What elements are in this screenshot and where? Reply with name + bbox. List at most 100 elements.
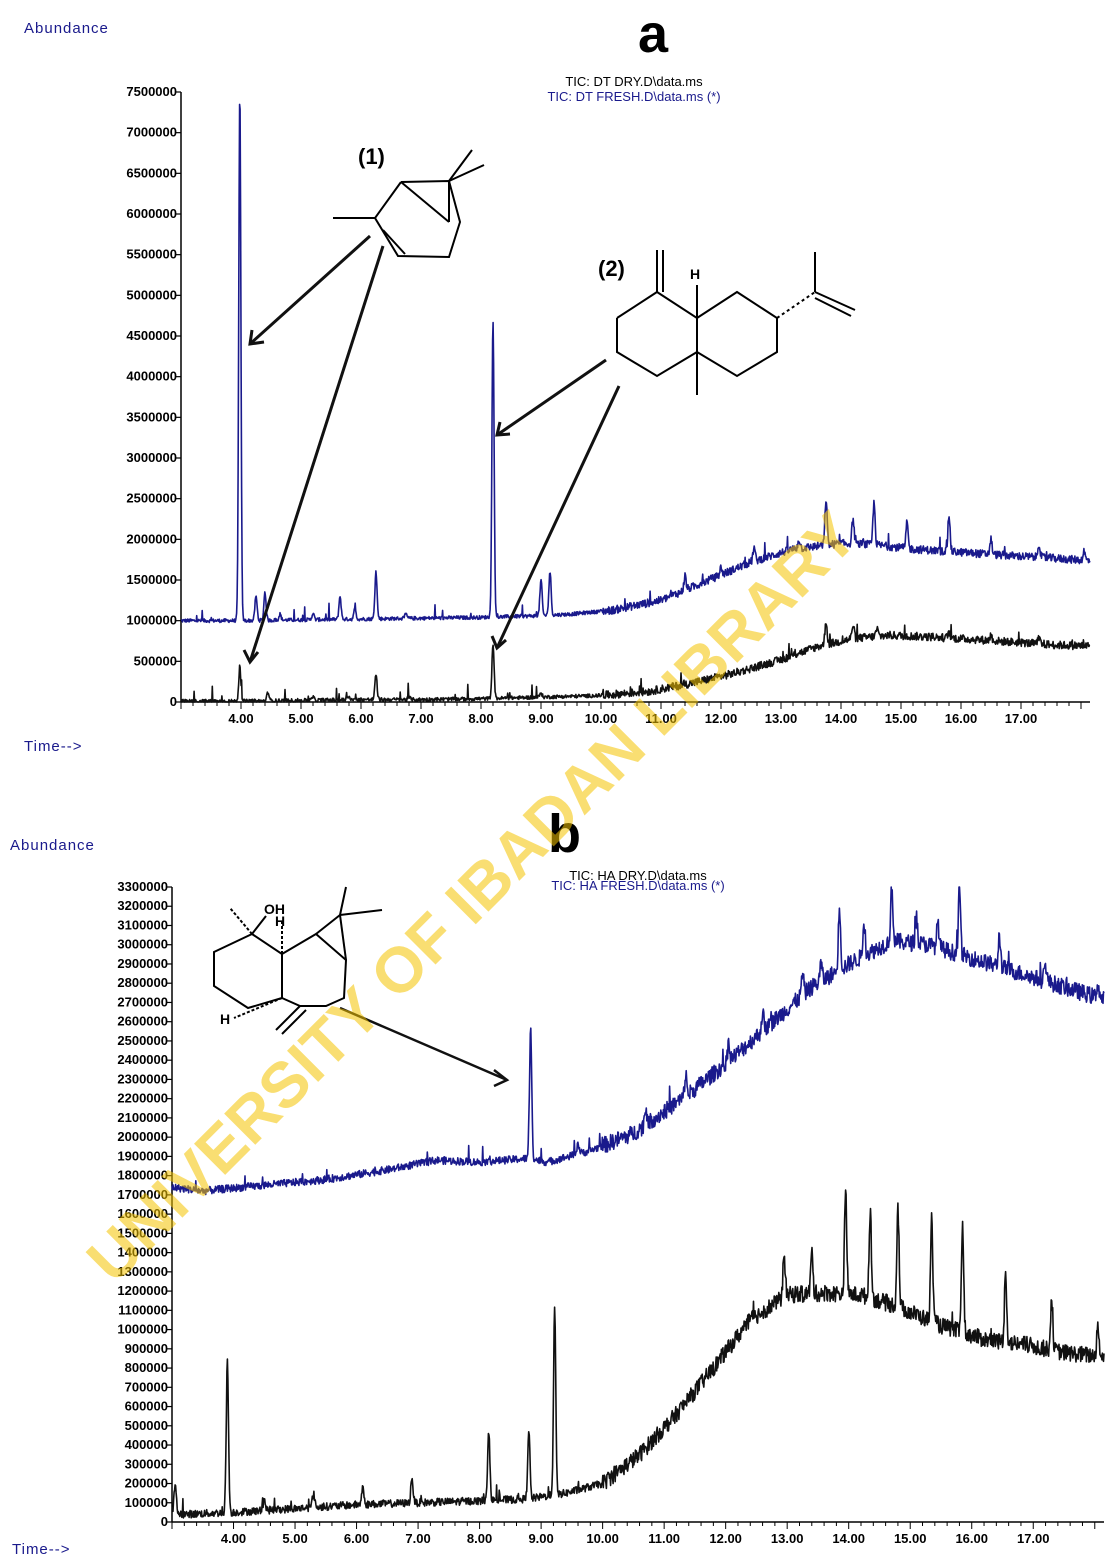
x-tick-label: 6.00 bbox=[348, 711, 373, 726]
structure-b-atom-h2: H bbox=[220, 1011, 230, 1027]
x-tick-label: 14.00 bbox=[832, 1531, 865, 1546]
y-tick-label: 7500000 bbox=[126, 84, 177, 99]
y-tick-label: 1000000 bbox=[126, 613, 177, 628]
y-tick-label: 1200000 bbox=[117, 1283, 168, 1298]
y-tick-label: 1500000 bbox=[117, 1225, 168, 1240]
y-tick-label: 0 bbox=[161, 1514, 168, 1529]
structure-1-pinene bbox=[333, 149, 485, 259]
y-tick-label: 2700000 bbox=[117, 994, 168, 1009]
y-tick-label: 4500000 bbox=[126, 328, 177, 343]
x-tick-label: 11.00 bbox=[645, 711, 677, 726]
x-tick-label: 5.00 bbox=[282, 1531, 307, 1546]
y-tick-label: 1400000 bbox=[117, 1245, 168, 1260]
panel-b-series-fresh-line bbox=[171, 886, 1105, 1196]
panel-b-plot: 0100000200000300000400000500000600000700… bbox=[117, 879, 1105, 1546]
panel-a-letter: a bbox=[638, 4, 669, 64]
x-tick-label: 13.00 bbox=[765, 711, 798, 726]
panel-b-series-dry-line bbox=[171, 1189, 1105, 1519]
x-tick-label: 9.00 bbox=[528, 1531, 553, 1546]
x-tick-label: 16.00 bbox=[945, 711, 978, 726]
x-tick-label: 14.00 bbox=[825, 711, 858, 726]
structure-2-sesquiterpene bbox=[616, 250, 856, 395]
y-tick-label: 1000000 bbox=[117, 1322, 168, 1337]
y-tick-label: 3000000 bbox=[117, 937, 168, 952]
structure-2-label: (2) bbox=[598, 256, 625, 281]
x-tick-label: 7.00 bbox=[408, 711, 433, 726]
panel-b-subtitle: TIC: HA FRESH.D\data.ms (*) bbox=[551, 878, 724, 893]
structure-b-atom-oh: OH bbox=[264, 901, 285, 917]
x-tick-label: 6.00 bbox=[344, 1531, 369, 1546]
structure-2-atom-h: H bbox=[690, 266, 700, 282]
panel-b-arrow bbox=[339, 1006, 510, 1088]
y-tick-label: 2000000 bbox=[126, 531, 177, 546]
panel-a-series-fresh-line bbox=[180, 103, 1091, 624]
panel-a-series-dry-line bbox=[180, 623, 1091, 703]
structure-b-sesquiterpenoid bbox=[213, 886, 383, 1035]
x-tick-label: 4.00 bbox=[228, 711, 253, 726]
structure-1-label: (1) bbox=[358, 144, 385, 169]
y-tick-label: 2400000 bbox=[117, 1052, 168, 1067]
x-tick-label: 10.00 bbox=[585, 711, 618, 726]
y-tick-label: 6500000 bbox=[126, 165, 177, 180]
y-tick-label: 700000 bbox=[125, 1379, 168, 1394]
x-tick-label: 8.00 bbox=[468, 711, 493, 726]
x-tick-label: 7.00 bbox=[405, 1531, 430, 1546]
y-tick-label: 2000000 bbox=[117, 1129, 168, 1144]
x-tick-label: 17.00 bbox=[1017, 1531, 1050, 1546]
y-tick-label: 5500000 bbox=[126, 247, 177, 262]
y-tick-label: 900000 bbox=[125, 1341, 168, 1356]
y-tick-label: 100000 bbox=[125, 1495, 168, 1510]
y-tick-label: 3500000 bbox=[126, 409, 177, 424]
y-tick-label: 4000000 bbox=[126, 369, 177, 384]
y-tick-label: 1600000 bbox=[117, 1206, 168, 1221]
y-tick-label: 3200000 bbox=[117, 898, 168, 913]
x-tick-label: 5.00 bbox=[288, 711, 313, 726]
panel-b-xlabel: Time--> bbox=[12, 1541, 71, 1556]
y-tick-label: 2100000 bbox=[117, 1110, 168, 1125]
x-tick-label: 9.00 bbox=[528, 711, 553, 726]
x-tick-label: 11.00 bbox=[648, 1531, 680, 1546]
y-tick-label: 7000000 bbox=[126, 125, 177, 140]
y-tick-label: 3300000 bbox=[117, 879, 168, 894]
y-tick-label: 1500000 bbox=[126, 572, 177, 587]
y-tick-label: 2500000 bbox=[126, 491, 177, 506]
y-tick-label: 500000 bbox=[134, 653, 177, 668]
structure-b-atom-h1: H bbox=[275, 913, 285, 929]
y-tick-label: 600000 bbox=[125, 1399, 168, 1414]
y-tick-label: 1800000 bbox=[117, 1168, 168, 1183]
y-tick-label: 2500000 bbox=[117, 1033, 168, 1048]
y-tick-label: 200000 bbox=[125, 1476, 168, 1491]
y-tick-label: 0 bbox=[170, 694, 177, 709]
x-tick-label: 12.00 bbox=[705, 711, 738, 726]
y-tick-label: 500000 bbox=[125, 1418, 168, 1433]
y-tick-label: 1100000 bbox=[118, 1302, 168, 1317]
x-tick-label: 15.00 bbox=[885, 711, 918, 726]
panel-b-letter: b bbox=[548, 804, 581, 864]
y-tick-label: 2300000 bbox=[117, 1071, 168, 1086]
x-tick-label: 10.00 bbox=[586, 1531, 619, 1546]
x-tick-label: 12.00 bbox=[709, 1531, 742, 1546]
panel-a: Abundance a TIC: DT DRY.D\data.ms TIC: D… bbox=[24, 4, 1091, 755]
y-tick-label: 3100000 bbox=[117, 917, 168, 932]
y-tick-label: 800000 bbox=[125, 1360, 168, 1375]
x-tick-label: 17.00 bbox=[1005, 711, 1038, 726]
panel-a-xlabel: Time--> bbox=[24, 738, 83, 755]
panel-a-arrows bbox=[242, 234, 621, 665]
x-tick-label: 8.00 bbox=[467, 1531, 492, 1546]
panel-a-ylabel: Abundance bbox=[24, 20, 109, 37]
y-tick-label: 2200000 bbox=[117, 1091, 168, 1106]
x-tick-label: 15.00 bbox=[894, 1531, 927, 1546]
y-tick-label: 2600000 bbox=[117, 1014, 168, 1029]
y-tick-label: 1700000 bbox=[117, 1187, 168, 1202]
panel-a-plot: 0 500000 1000000 1500000 2000000 2500000 30000… bbox=[126, 84, 1091, 726]
panel-b-title: TIC: HA DRY.D\data.ms bbox=[569, 868, 707, 883]
panel-b-ylabel: Abundance bbox=[10, 837, 95, 854]
panel-a-title: TIC: DT DRY.D\data.ms bbox=[565, 74, 703, 89]
x-tick-label: 16.00 bbox=[955, 1531, 988, 1546]
y-tick-label: 3000000 bbox=[126, 450, 177, 465]
y-tick-label: 2900000 bbox=[117, 956, 168, 971]
y-tick-label: 5000000 bbox=[126, 287, 177, 302]
y-tick-label: 400000 bbox=[125, 1437, 168, 1452]
y-tick-label: 1900000 bbox=[117, 1148, 168, 1163]
